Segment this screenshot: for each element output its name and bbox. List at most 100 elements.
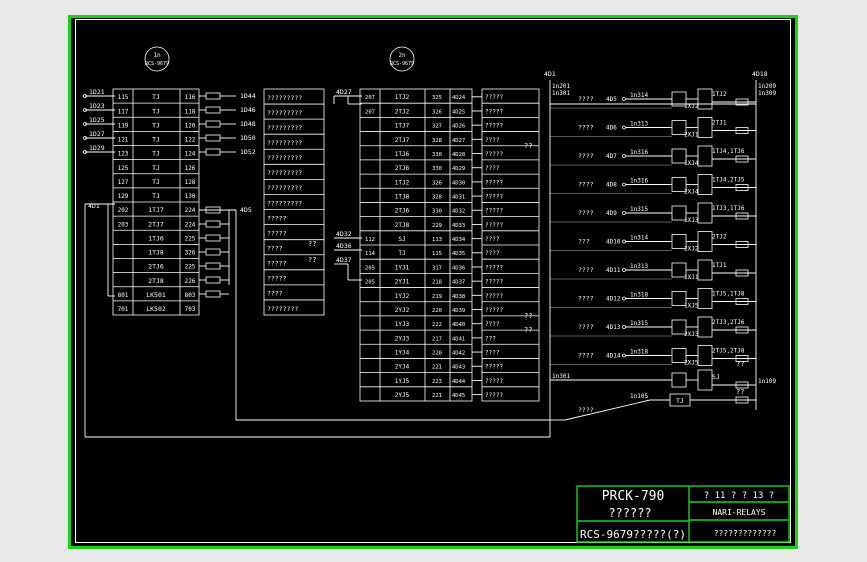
- mid-node-label: 4D36: [336, 242, 352, 250]
- mid-output-term: 4D28: [452, 152, 465, 158]
- mid-description: ????: [485, 349, 500, 356]
- left-contact-label: TJ: [152, 107, 160, 115]
- terminal-node: [622, 296, 626, 301]
- relay-desc: ????: [578, 181, 594, 189]
- mid-description-block: ????????????????????????????????????????…: [481, 88, 540, 402]
- mid-description: ????: [485, 137, 500, 144]
- mid-terminal-out: 328: [432, 138, 442, 144]
- relay-contact: [697, 202, 713, 224]
- left-terminal-out: 225: [185, 264, 196, 271]
- left-contact-label: 1TJ6: [148, 234, 164, 242]
- mid-contact-label: 1YJ4: [395, 349, 410, 356]
- relay-label: 2XJ3: [684, 331, 699, 338]
- left-terminal-out: 128: [185, 179, 196, 186]
- mid-contact-label: 2TJ6: [395, 165, 410, 172]
- left-description: ?????: [267, 214, 287, 222]
- drawing-border: [75, 19, 791, 543]
- mid-contact-label: 1TJ2: [395, 94, 410, 101]
- relay-contact: [697, 145, 713, 167]
- left-contact-label: 2TJ7: [148, 220, 164, 228]
- mid-terminal-out: 328: [432, 194, 442, 200]
- mid-output-term: 4D25: [452, 109, 465, 115]
- left-terminal-out: 116: [185, 94, 196, 101]
- left-terminal-out: 120: [185, 122, 196, 129]
- left-terminal-out: 326: [185, 250, 196, 257]
- model-label: PRCK-790: [602, 489, 665, 504]
- left-output-term: 1D46: [240, 106, 256, 114]
- left-side-note: ??: [308, 256, 316, 264]
- left-terminal-in: 701: [118, 306, 129, 313]
- left-contact-label: TJ: [152, 150, 160, 158]
- left-contact-label: TJ: [152, 93, 160, 101]
- mid-contact-label: 2TJ2: [395, 108, 410, 115]
- relay-term: 4D10: [606, 239, 621, 246]
- left-contact-label: TJ: [152, 136, 160, 144]
- mid-description: ????: [485, 321, 500, 328]
- left-terminal-in: 125: [118, 165, 129, 172]
- left-terminal-out: 118: [185, 108, 196, 115]
- relay-desc: ???: [578, 238, 590, 246]
- relay-contact: [697, 174, 713, 195]
- mid-terminal-out: 326: [432, 109, 442, 115]
- mid-output-term: 4D26: [452, 124, 465, 130]
- mid-contact-label: 1TJ2: [395, 179, 410, 186]
- mid-description: ???: [485, 335, 496, 342]
- left-contact-label: LK502: [146, 305, 166, 313]
- mid-description: ?????: [485, 378, 503, 385]
- fuse-symbol: [205, 262, 221, 270]
- left-description: ?????????: [267, 154, 302, 162]
- mid-description: ?????: [485, 151, 503, 158]
- mid-side-note: ??: [524, 312, 532, 320]
- mid-output-term: 4D31: [452, 194, 465, 200]
- relay-node: 1n316: [630, 178, 648, 185]
- left-contact-label: TJ: [152, 178, 160, 186]
- mid-terminal-out: 220: [432, 350, 442, 356]
- relay-desc: ????: [578, 209, 594, 217]
- mid-terminal-in: 205: [365, 265, 375, 271]
- mid-contact-label: 2TJ7: [395, 137, 410, 144]
- relay-node: 1n315: [630, 320, 648, 327]
- relay-term: 4D5: [606, 96, 617, 103]
- relay-term: 4D9: [606, 210, 617, 217]
- circle-label-bottom: RCS-9679: [145, 61, 169, 67]
- mid-terminal-in: 114: [365, 251, 376, 257]
- terminal-node: [622, 353, 626, 358]
- relay-term: 4D7: [606, 153, 617, 160]
- left-contact-label: 2TJ6: [148, 263, 164, 271]
- mid-output-term: 4D38: [452, 294, 465, 300]
- relay-output: 1TJ5,1TJ8: [712, 291, 745, 298]
- terminal-node: [83, 108, 87, 112]
- mid-description: ?????: [485, 307, 503, 314]
- mid-terminal-out: 219: [432, 294, 442, 300]
- mid-description: ?????: [485, 364, 503, 371]
- mid-terminal-out: 327: [432, 124, 442, 130]
- tj-desc: ????: [578, 406, 594, 414]
- relay-label: 1XJ2: [684, 103, 699, 110]
- relay-desc: ????: [578, 352, 594, 360]
- mid-output-term: 4D36: [452, 265, 465, 271]
- mid-terminal-out: 326: [432, 180, 442, 186]
- mid-node-label: 4D37: [336, 256, 352, 264]
- mid-output-term: 4D30: [452, 180, 465, 186]
- left-output-term: 1D44: [240, 92, 256, 100]
- relay-output: 1TJ2: [712, 91, 727, 98]
- fuse-symbol: [205, 134, 221, 142]
- left-input-term: 1D21: [89, 88, 105, 96]
- mid-output-term: 4D27: [452, 138, 465, 144]
- fuse-symbol: [205, 148, 221, 156]
- left-output-term: 1D50: [240, 134, 256, 142]
- left-description-block: ????????????????????????????????????????…: [263, 88, 325, 316]
- terminal-node: [83, 136, 87, 140]
- mid-output-term: 4D32: [452, 209, 465, 215]
- mid-terminal-out: 229: [432, 223, 442, 229]
- relay-node: 1n318: [630, 349, 648, 356]
- fuse-symbol: [205, 106, 221, 114]
- company-name: NARI-RELAYS: [713, 508, 766, 517]
- left-contact-label: 2TJ8: [148, 277, 164, 285]
